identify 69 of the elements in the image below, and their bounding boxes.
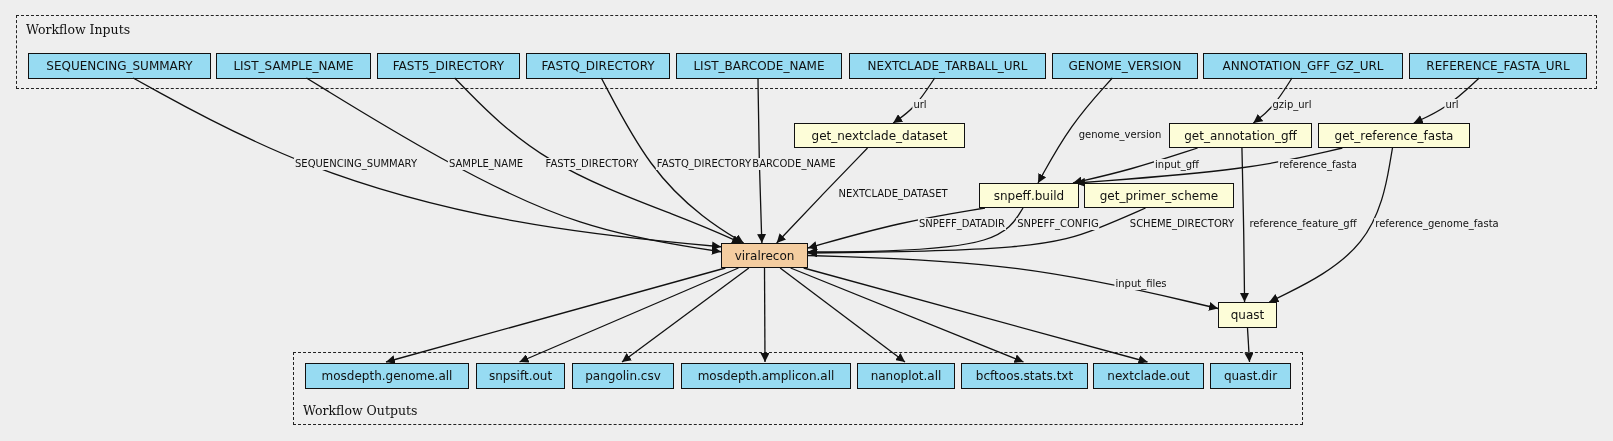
edge-label: FASTQ_DIRECTORY — [655, 158, 753, 170]
arrow — [1252, 77, 1293, 124]
edge-label: SAMPLE_NAME — [447, 158, 525, 170]
arrow — [803, 267, 1149, 364]
arrow — [621, 267, 750, 363]
arrow — [385, 267, 726, 364]
edge-label: reference_genome_fasta — [1374, 218, 1500, 230]
edge-label: url — [1444, 99, 1460, 111]
arrow — [807, 207, 986, 250]
arrow — [600, 77, 745, 244]
group-title: Workflow Outputs — [303, 403, 418, 418]
workflow-box: viralrecon — [721, 243, 808, 268]
data-box: pangolin.csv — [572, 363, 674, 389]
data-box: LIST_BARCODE_NAME — [676, 53, 842, 79]
arrow — [1413, 77, 1480, 124]
data-box: SEQUENCING_SUMMARY — [28, 53, 211, 79]
edge-label: SCHEME_DIRECTORY — [1128, 218, 1236, 230]
arrow — [305, 77, 722, 255]
edge-label: url — [912, 99, 928, 111]
process-box: get_primer_scheme — [1084, 183, 1234, 208]
edge-label: BARCODE_NAME — [751, 158, 837, 170]
arrow — [757, 77, 767, 244]
edge-label: reference_fasta — [1278, 159, 1358, 171]
arrow — [132, 77, 722, 251]
edge-label: NEXTCLADE_DATASET — [837, 188, 949, 200]
arrow — [892, 77, 936, 124]
data-box: REFERENCE_FASTA_URL — [1409, 53, 1587, 79]
group-frame — [16, 15, 1597, 89]
edge-label: SNPEFF_CONFIG — [1016, 218, 1100, 230]
process-box: get_reference_fasta — [1318, 123, 1470, 148]
group-frame — [293, 352, 1303, 425]
arrow — [807, 254, 1219, 311]
arrow — [1239, 147, 1249, 303]
process-box: snpeff.build — [979, 183, 1079, 208]
data-box: bcftoos.stats.txt — [961, 363, 1088, 389]
data-box: FASTQ_DIRECTORY — [526, 53, 670, 79]
data-box: mosdepth.amplicon.all — [681, 363, 851, 389]
arrow — [779, 267, 906, 363]
edge-label: SEQUENCING_SUMMARY — [294, 158, 418, 170]
data-box: LIST_SAMPLE_NAME — [216, 53, 371, 79]
edge-label: reference_feature_gff — [1248, 218, 1358, 230]
edge-label: SNPEFF_DATADIR — [918, 218, 1006, 230]
edge-label: input_files — [1114, 278, 1168, 290]
arrow — [1037, 77, 1113, 184]
data-box: ANNOTATION_GFF_GZ_URL — [1203, 53, 1403, 79]
arrow — [518, 267, 740, 363]
edge-label: FAST5_DIRECTORY — [544, 158, 640, 170]
process-box: get_annotation_gff — [1169, 123, 1312, 148]
arrow — [807, 207, 1147, 258]
arrow — [1268, 147, 1394, 303]
edge-label: input_gff — [1154, 159, 1200, 171]
data-box: snpsift.out — [476, 363, 565, 389]
data-box: quast.dir — [1210, 363, 1291, 389]
group-title: Workflow Inputs — [26, 22, 131, 37]
data-box: FAST5_DIRECTORY — [377, 53, 520, 79]
edge-label: gzip_url — [1271, 99, 1313, 111]
arrow — [776, 147, 869, 244]
arrow — [789, 267, 1025, 363]
arrow — [1072, 147, 1199, 186]
data-box: mosdepth.genome.all — [305, 363, 469, 389]
arrow — [760, 267, 770, 363]
data-box: nanoplot.all — [857, 363, 955, 389]
arrow — [1244, 327, 1254, 363]
process-box: get_nextclade_dataset — [794, 123, 965, 148]
data-box: nextclade.out — [1093, 363, 1204, 389]
process-box: quast — [1218, 302, 1277, 328]
edge-label: genome_version — [1077, 129, 1163, 141]
data-box: GENOME_VERSION — [1052, 53, 1198, 79]
data-box: NEXTCLADE_TARBALL_URL — [849, 53, 1046, 79]
